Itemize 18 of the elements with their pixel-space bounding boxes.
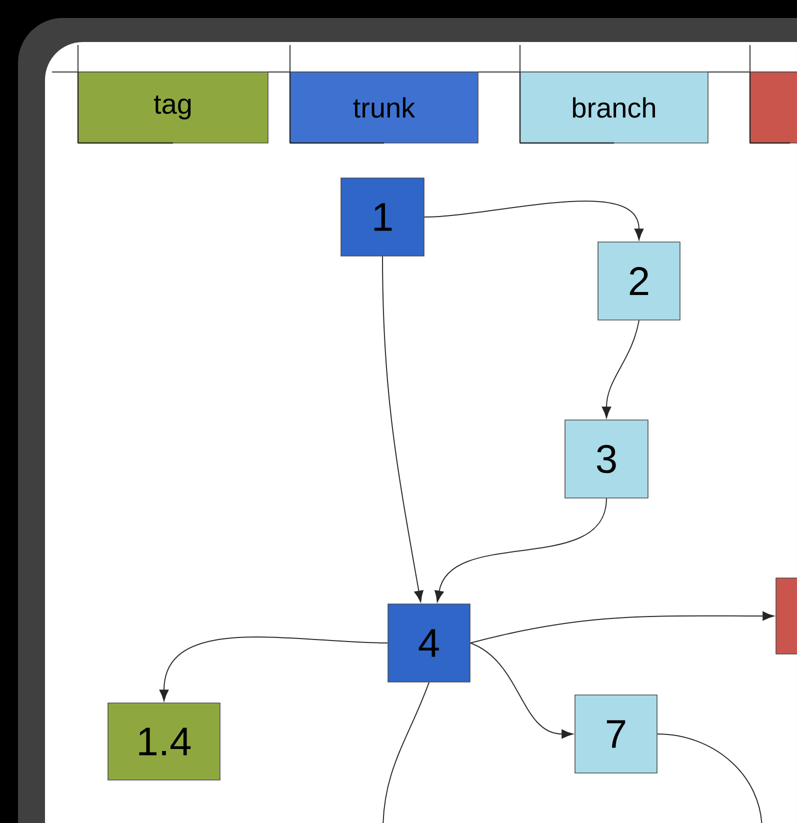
tab: trunk	[289, 72, 478, 144]
arrow	[602, 320, 640, 418]
arrow	[470, 611, 774, 644]
tab: branch	[519, 72, 708, 144]
arrow	[424, 200, 644, 240]
arrow	[434, 498, 607, 602]
tab	[749, 72, 797, 144]
arrow	[382, 256, 424, 602]
arrow	[159, 636, 388, 702]
node-box: 7	[574, 694, 658, 774]
node-box: 4	[388, 604, 470, 682]
node-box: 2	[598, 242, 680, 320]
node-box: 3	[564, 420, 648, 498]
arrow	[470, 642, 574, 739]
tab: tag	[77, 72, 268, 144]
node-box: 1.4	[108, 702, 220, 780]
node-box	[776, 578, 797, 654]
node-box: 1	[340, 178, 424, 256]
